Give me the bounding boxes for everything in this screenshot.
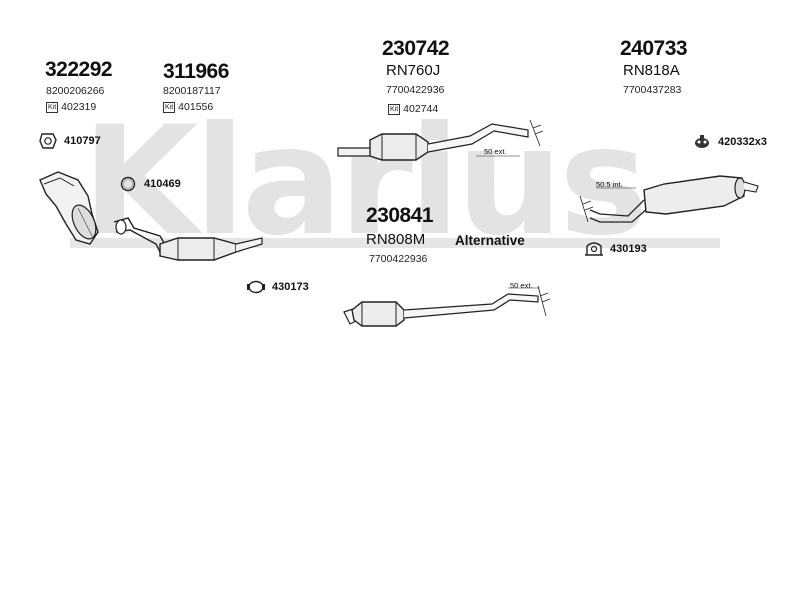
part-number-230742[interactable]: 230742 bbox=[382, 37, 450, 60]
gasket-icon bbox=[39, 133, 57, 149]
fitting-code: 410469 bbox=[144, 178, 181, 190]
kit-number-value: 402744 bbox=[403, 103, 439, 115]
mount-icon bbox=[585, 242, 603, 256]
part-number-240733[interactable]: 240733 bbox=[620, 37, 688, 60]
oem-number: 7700422936 bbox=[369, 253, 428, 265]
oem-number: 8200206266 bbox=[46, 85, 105, 97]
part-number-322292[interactable]: 322292 bbox=[45, 58, 113, 81]
length-label: 50.5 int. bbox=[596, 180, 623, 189]
front-pipe-catalyst-part[interactable] bbox=[113, 217, 263, 261]
rear-silencer-part[interactable] bbox=[579, 175, 759, 223]
reference-code: RN808M bbox=[366, 231, 426, 248]
reference-code: RN760J bbox=[386, 62, 441, 79]
fitting-430173[interactable]: 430173 bbox=[246, 278, 309, 296]
oem-number: 8200187117 bbox=[163, 85, 221, 97]
reference-code: RN818A bbox=[623, 62, 680, 79]
alternative-pipe-part[interactable] bbox=[343, 285, 551, 327]
length-label: 50 ext. bbox=[484, 147, 507, 156]
watermark-bar bbox=[70, 238, 720, 248]
kit-number: Kit 401556 bbox=[163, 101, 213, 113]
length-label: 50 ext. bbox=[510, 281, 533, 290]
fitting-430193[interactable]: 430193 bbox=[584, 240, 647, 258]
fitting-code: 420332x3 bbox=[718, 136, 767, 148]
kit-number: Kit 402319 bbox=[46, 101, 96, 113]
brand-watermark: Klarius bbox=[82, 95, 648, 269]
kit-icon: Kit bbox=[46, 101, 59, 113]
kit-number-value: 401556 bbox=[178, 101, 214, 113]
ring-icon bbox=[120, 176, 136, 192]
fitting-code: 430173 bbox=[272, 281, 309, 293]
fitting-410797[interactable]: 410797 bbox=[38, 132, 101, 150]
kit-icon: Kit bbox=[163, 101, 176, 113]
fitting-code: 430193 bbox=[610, 243, 647, 255]
fitting-code: 410797 bbox=[64, 135, 101, 147]
rubber-hanger-icon bbox=[695, 135, 709, 148]
alternative-label: Alternative bbox=[455, 233, 525, 248]
part-number-230841[interactable]: 230841 bbox=[366, 204, 434, 227]
manifold-catalyst-part[interactable] bbox=[39, 171, 101, 245]
oem-number: 7700437283 bbox=[623, 84, 682, 96]
fitting-410469[interactable]: 410469 bbox=[118, 175, 181, 193]
part-number-311966[interactable]: 311966 bbox=[163, 60, 229, 83]
kit-number-value: 402319 bbox=[61, 101, 97, 113]
fitting-420332x3[interactable]: 420332x3 bbox=[692, 133, 767, 151]
kit-icon: Kit bbox=[388, 103, 401, 115]
clamp-icon bbox=[247, 280, 265, 294]
oem-number: 7700422936 bbox=[386, 84, 445, 96]
kit-number: Kit 402744 bbox=[388, 103, 438, 115]
catalyst-pipe-part[interactable] bbox=[337, 119, 544, 161]
